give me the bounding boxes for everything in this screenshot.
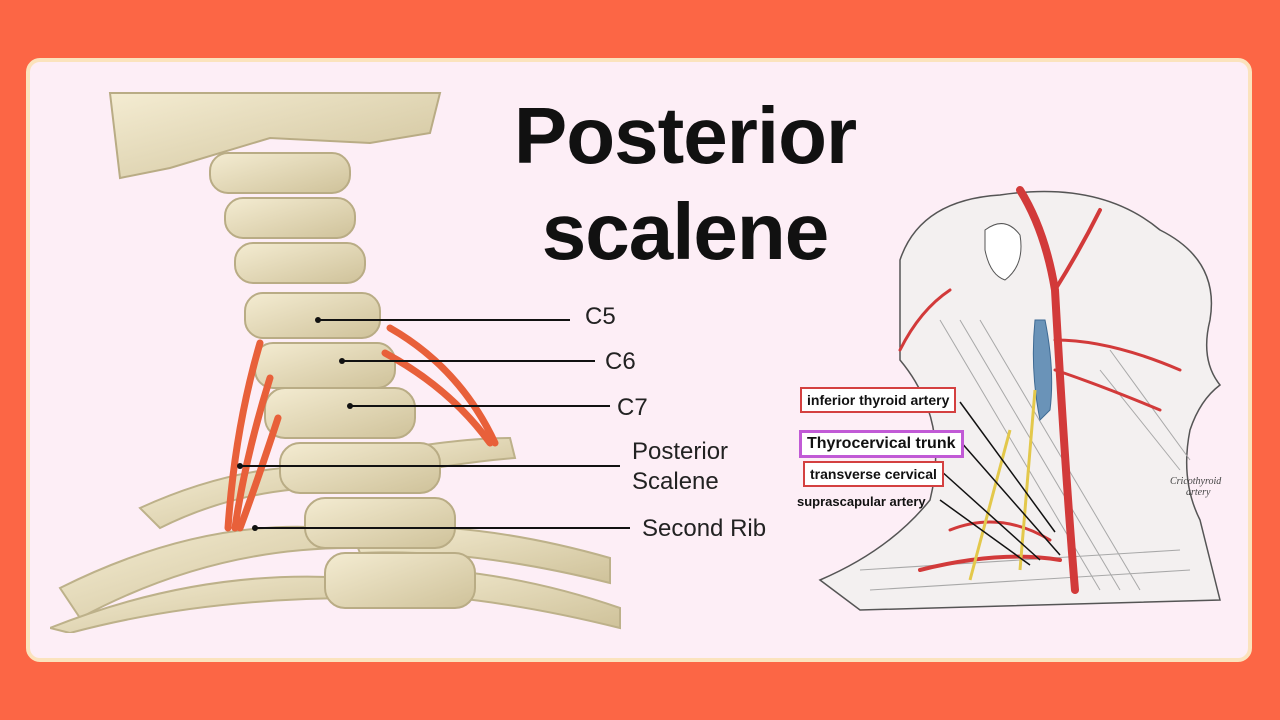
cervical-spine-illustration — [50, 92, 630, 633]
label-transverse-cervical: transverse cervical — [803, 461, 944, 487]
label-posterior-scalene-line2: Scalene — [632, 468, 719, 495]
label-cricothyroid-line2: artery — [1186, 487, 1211, 498]
label-second-rib: Second Rib — [642, 515, 767, 542]
label-c6: C6 — [605, 348, 636, 375]
title-line-1: Posterior — [513, 91, 857, 180]
label-c5: C5 — [585, 303, 616, 330]
neck-arteries-illustration — [818, 186, 1222, 611]
page-title: Posterior scalene — [400, 88, 970, 280]
label-thyrocervical-trunk: Thyrocervical trunk — [799, 430, 964, 458]
title-line-2: scalene — [541, 187, 830, 276]
label-suprascapular-artery: suprascapular artery — [797, 494, 926, 509]
label-inferior-thyroid-artery: inferior thyroid artery — [800, 387, 957, 413]
label-c7: C7 — [617, 394, 648, 421]
label-posterior-scalene-line1: Posterior — [632, 438, 729, 465]
label-cricothyroid-line1: Cricothyroid — [1170, 476, 1222, 487]
